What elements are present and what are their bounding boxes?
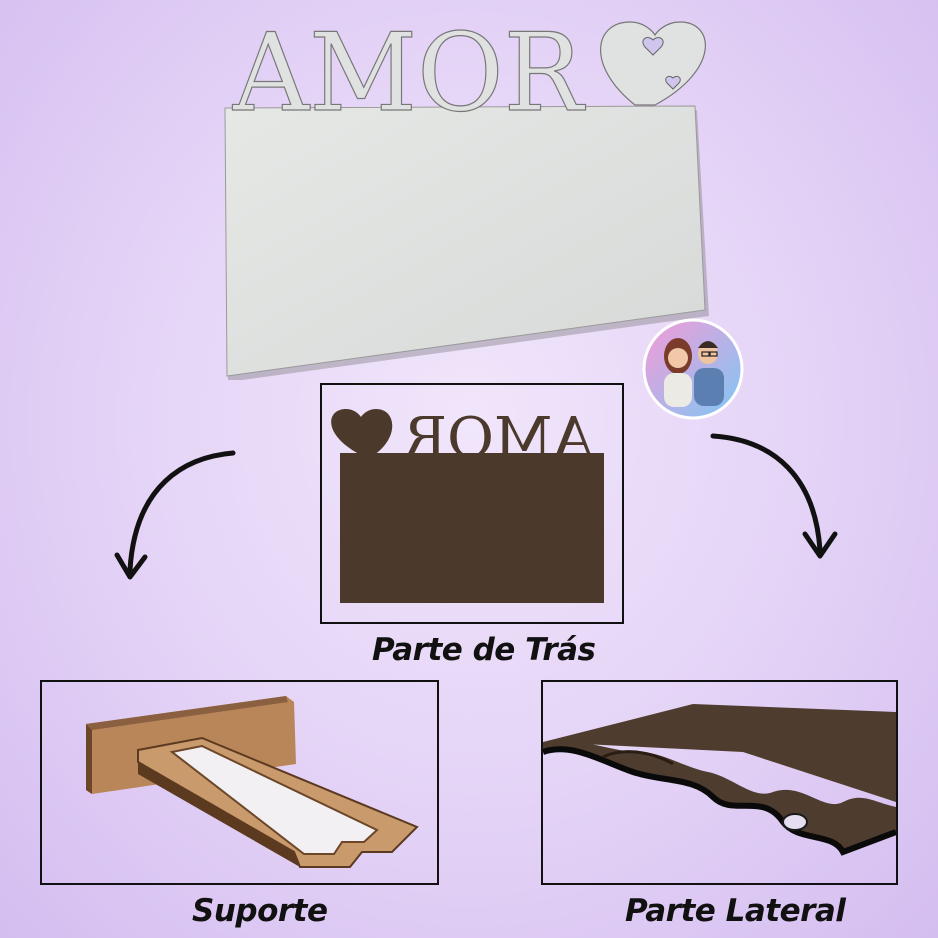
back-view-caption: Parte de Trás — [372, 632, 596, 668]
stand-frame — [40, 680, 439, 885]
back-heart-icon — [331, 409, 393, 455]
stand-image — [86, 696, 419, 868]
side-view-frame — [541, 680, 898, 885]
stand-caption: Suporte — [192, 893, 328, 929]
front-amor-text: AMOR — [232, 11, 586, 136]
back-view-frame: AMOR — [320, 383, 624, 624]
side-view-image — [543, 704, 896, 856]
left-curved-arrow-icon — [114, 450, 236, 580]
back-plaque-image: AMOR — [331, 406, 604, 603]
couple-avatar-icon — [642, 318, 744, 420]
side-view-caption: Parte Lateral — [625, 893, 846, 929]
front-heart-icon — [600, 21, 706, 106]
right-curved-arrow-icon — [710, 433, 838, 559]
back-amor-text: AMOR — [402, 406, 595, 471]
front-plaque-image: AMOR — [224, 10, 709, 380]
